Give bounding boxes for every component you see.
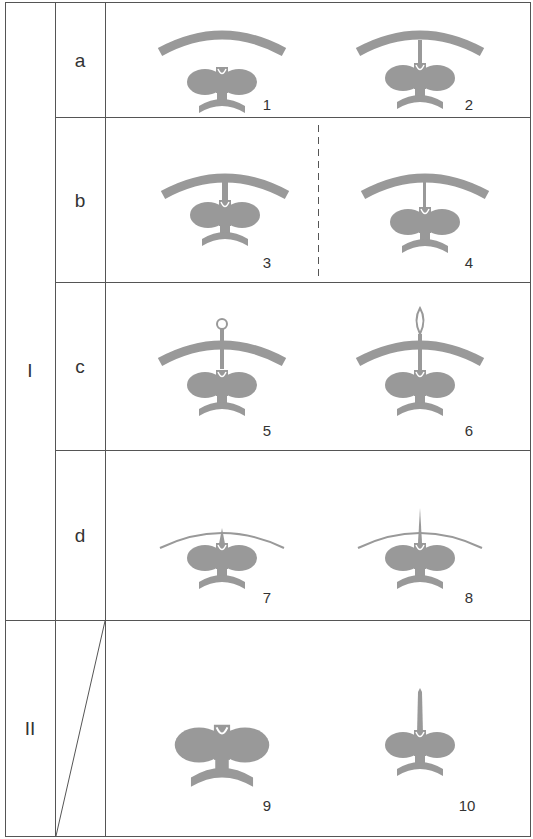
callout-number: 5	[263, 423, 271, 438]
group-label: II	[25, 719, 36, 738]
callout-number: 3	[263, 255, 271, 270]
callout-number: 6	[465, 423, 473, 438]
callout-number: 10	[459, 798, 476, 813]
callout-number: 2	[465, 97, 473, 112]
row-label: a	[75, 51, 86, 70]
callout-number: 8	[465, 590, 473, 605]
row-label: b	[75, 191, 86, 210]
row-label: d	[75, 526, 86, 545]
row-label: c	[75, 357, 85, 376]
callout-number: 4	[465, 255, 473, 270]
callout-number: 1	[263, 97, 271, 112]
callout-number: 9	[263, 798, 271, 813]
callout-number: 7	[263, 590, 271, 605]
group-label: I	[27, 361, 32, 380]
